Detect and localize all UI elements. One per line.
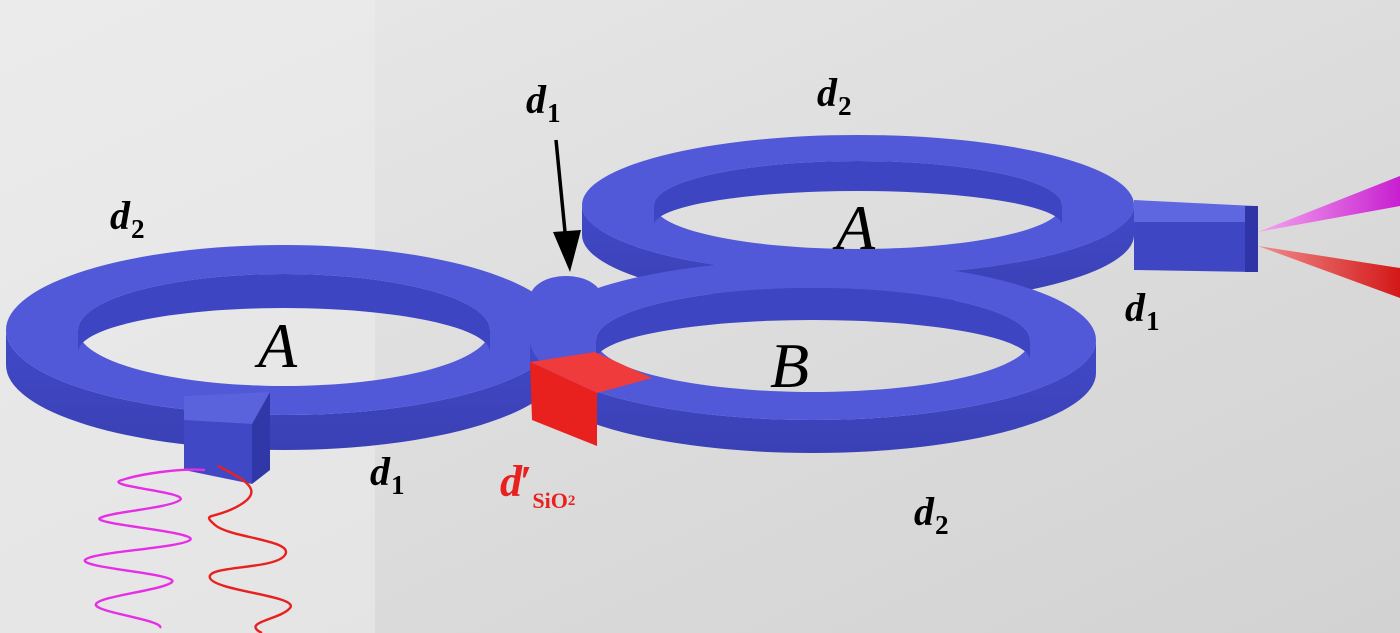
down-arrow-icon xyxy=(553,139,581,272)
waveguide-right-side xyxy=(1134,222,1255,272)
label-d2-bottom: d2 xyxy=(914,489,949,540)
label-d1-bottom: d1 xyxy=(370,449,405,500)
ring-a-right-top xyxy=(581,134,1135,276)
ring-b-top xyxy=(530,260,1096,420)
sio2-block-top xyxy=(530,352,652,393)
waveguide-left-top xyxy=(184,392,270,424)
ring-a-left-side xyxy=(6,330,562,450)
input-wave-red xyxy=(208,464,292,633)
waveguide-right-top xyxy=(1134,200,1255,222)
junction xyxy=(530,276,602,320)
ring-a-left-top xyxy=(6,245,562,415)
output-beam-red xyxy=(1258,246,1400,298)
label-d2-left: d2 xyxy=(110,193,145,244)
waveguide-left-front xyxy=(184,420,252,484)
ring-a-right-inner-wall xyxy=(654,161,1062,225)
ring-a-left-inner-wall xyxy=(78,274,490,352)
label-d2-top: d2 xyxy=(817,70,852,121)
ring-b-side xyxy=(530,340,1096,453)
input-wave-pink xyxy=(83,468,206,630)
label-ring-a-right: A xyxy=(836,192,876,263)
label-ring-b: B xyxy=(770,330,810,401)
label-d1-right: d1 xyxy=(1125,285,1160,336)
label-d1-top: d1 xyxy=(526,77,561,128)
ring-b-inner-wall xyxy=(596,288,1030,360)
sio2-block-front xyxy=(530,362,597,446)
output-beam-pink xyxy=(1258,176,1400,232)
label-d-sio2: d′SiO2 xyxy=(500,457,576,514)
waveguide-right-end xyxy=(1245,206,1258,272)
label-ring-a-left: A xyxy=(258,310,298,381)
